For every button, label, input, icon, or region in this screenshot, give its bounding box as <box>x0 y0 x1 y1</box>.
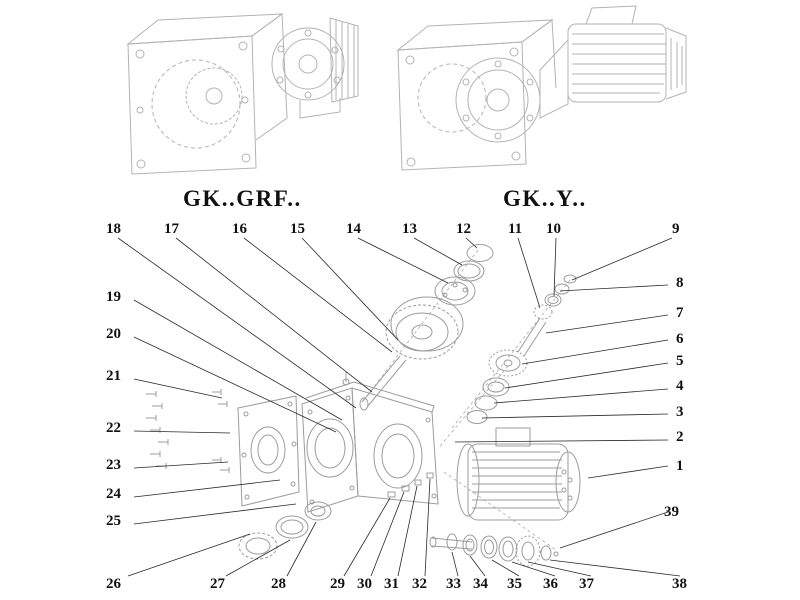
part-callout-14: 14 <box>346 221 361 237</box>
part-callout-21: 21 <box>106 368 121 384</box>
part-callout-20: 20 <box>106 326 121 342</box>
part-callout-26: 26 <box>106 576 121 592</box>
gearbox-y-drawing <box>396 5 687 171</box>
part-callout-38: 38 <box>672 576 687 592</box>
output-shaft-parts <box>429 533 559 567</box>
keys-and-plugs <box>387 472 434 498</box>
part-callout-13: 13 <box>402 221 417 237</box>
part-callout-31: 31 <box>384 576 399 592</box>
seal-bearing-cluster <box>238 501 332 560</box>
part-callout-18: 18 <box>106 221 121 237</box>
part-callout-12: 12 <box>456 221 471 237</box>
leader-lines <box>117 237 681 577</box>
part-callout-24: 24 <box>106 486 121 502</box>
part-callout-29: 29 <box>330 576 345 592</box>
part-callout-39: 39 <box>664 504 679 520</box>
part-callout-8: 8 <box>676 275 684 291</box>
part-callout-25: 25 <box>106 513 121 529</box>
part-callout-3: 3 <box>676 404 684 420</box>
part-callout-4: 4 <box>676 378 684 394</box>
variant-title-grf: GK..GRF.. <box>183 186 302 211</box>
assembly-axis-lines <box>363 249 571 551</box>
gearbox-grf-drawing <box>126 13 359 175</box>
part-callout-6: 6 <box>676 331 684 347</box>
part-callout-27: 27 <box>210 576 225 592</box>
part-callout-15: 15 <box>290 221 305 237</box>
part-callout-10: 10 <box>546 221 561 237</box>
part-callout-30: 30 <box>357 576 372 592</box>
part-callout-32: 32 <box>412 576 427 592</box>
part-callout-11: 11 <box>508 221 523 237</box>
part-callout-34: 34 <box>473 576 488 592</box>
part-callout-9: 9 <box>672 221 680 237</box>
part-callout-5: 5 <box>676 353 684 369</box>
variant-title-y: GK..Y.. <box>503 186 587 211</box>
part-callout-7: 7 <box>676 305 684 321</box>
part-callout-35: 35 <box>507 576 522 592</box>
part-callout-36: 36 <box>543 576 558 592</box>
exploded-view-drawing <box>146 244 581 567</box>
part-callout-17: 17 <box>164 221 179 237</box>
part-callout-37: 37 <box>579 576 594 592</box>
bolt-set <box>146 389 230 473</box>
motor-drawing <box>456 427 581 521</box>
part-callout-23: 23 <box>106 457 121 473</box>
part-callout-2: 2 <box>676 429 684 445</box>
output-cover-plate <box>237 395 300 507</box>
intermediate-gear-cluster <box>466 349 528 424</box>
part-callout-19: 19 <box>106 289 121 305</box>
main-gear-cluster <box>359 244 494 411</box>
input-pinion-cluster <box>517 274 577 357</box>
part-callout-28: 28 <box>271 576 286 592</box>
part-callout-1: 1 <box>676 458 684 474</box>
part-callout-33: 33 <box>446 576 461 592</box>
part-callout-22: 22 <box>106 420 121 436</box>
part-callout-16: 16 <box>232 221 247 237</box>
